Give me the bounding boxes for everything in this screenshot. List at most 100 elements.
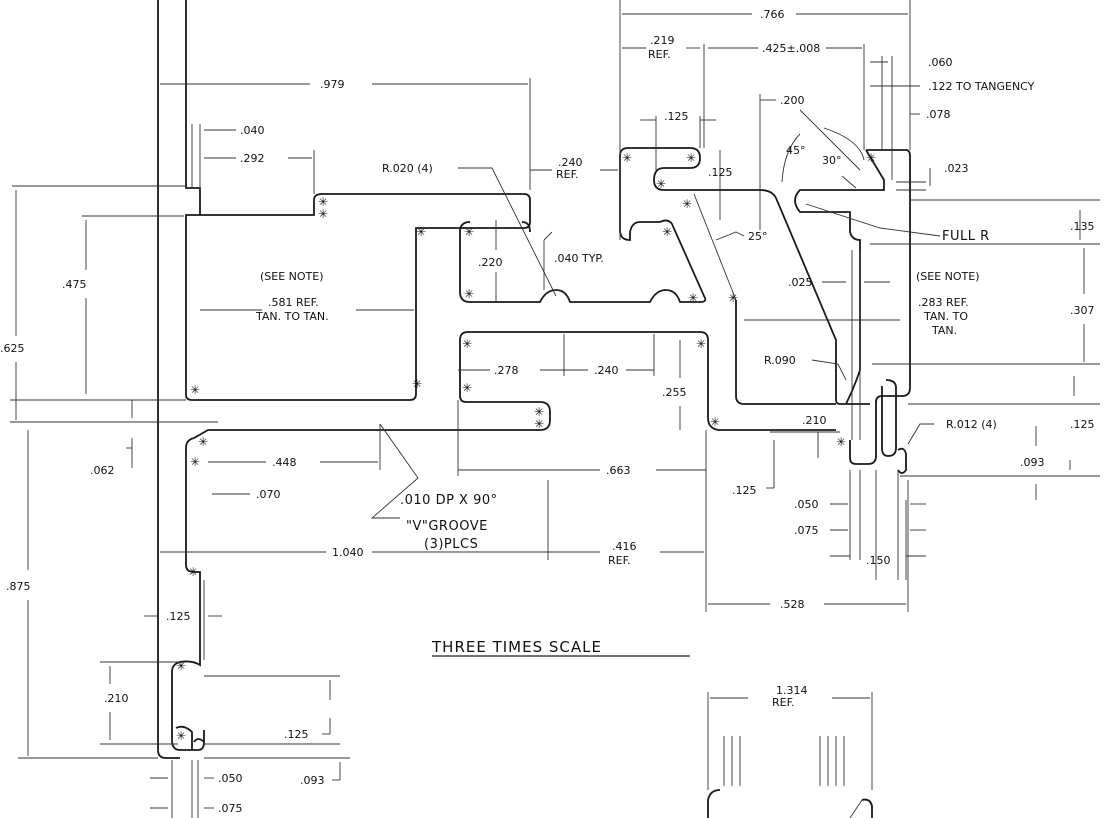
dim-200: .200: [780, 94, 805, 107]
dim-663: .663: [606, 464, 631, 477]
svg-text:✳: ✳: [176, 729, 186, 743]
svg-text:✳: ✳: [176, 659, 186, 673]
svg-text:✳: ✳: [682, 197, 692, 211]
dim-040-typ: .040 TYP.: [554, 252, 604, 265]
groove-note-line1: .010 DP X 90°: [400, 493, 498, 508]
svg-text:✳: ✳: [318, 207, 328, 221]
groove-note-line3: (3)PLCS: [424, 537, 478, 552]
dim-093-lower: .093: [300, 774, 325, 787]
dim-283-ref: .283 REF.: [918, 296, 969, 309]
dim-050-right: .050: [794, 498, 819, 511]
svg-text:✳: ✳: [464, 287, 474, 301]
svg-text:✳: ✳: [416, 225, 426, 239]
svg-text:✳: ✳: [188, 565, 198, 579]
dim-125-lower-right: .125: [284, 728, 309, 741]
radius-090: R.090: [764, 354, 796, 367]
dim-210-lower: .210: [104, 692, 129, 705]
radius-020: R.020 (4): [382, 162, 433, 175]
dim-150: .150: [866, 554, 891, 567]
svg-text:✳: ✳: [622, 151, 632, 165]
dim-416-ref: REF.: [608, 554, 631, 567]
dim-240-ref-label: REF.: [556, 168, 579, 181]
dim-425: .425±.008: [762, 42, 820, 55]
svg-text:✳: ✳: [318, 195, 328, 209]
dim-979: .979: [320, 78, 345, 91]
full-radius-label: FULL R: [942, 229, 990, 244]
dim-581-ref: .581 REF.: [268, 296, 319, 309]
dim-307: .307: [1070, 304, 1095, 317]
see-note-right: (SEE NOTE): [916, 270, 980, 283]
dim-078: .078: [926, 108, 951, 121]
svg-text:✳: ✳: [836, 435, 846, 449]
svg-text:✳: ✳: [710, 415, 720, 429]
dim-062: .062: [90, 464, 115, 477]
dim-040: .040: [240, 124, 265, 137]
dim-219: .219: [650, 34, 675, 47]
angle-30: 30°: [822, 154, 842, 167]
see-note-left: (SEE NOTE): [260, 270, 324, 283]
svg-text:✳: ✳: [534, 405, 544, 419]
dimension-labels: .766 .219 REF. .425±.008 .060 .122 TO TA…: [0, 8, 1095, 815]
svg-text:✳: ✳: [190, 383, 200, 397]
svg-text:✳: ✳: [462, 381, 472, 395]
dim-122-tangency: .122 TO TANGENCY: [928, 80, 1035, 93]
svg-text:✳: ✳: [686, 151, 696, 165]
dim-025: .025: [788, 276, 813, 289]
dim-050-lower: .050: [218, 772, 243, 785]
dim-283-tanto: TAN. TO: [923, 310, 968, 323]
dim-1314: 1.314: [776, 684, 808, 697]
drawing-title: THREE TIMES SCALE: [431, 638, 602, 656]
asterisk-markers: ✳ ✳ ✳ ✳ ✳ ✳ ✳ ✳ ✳ ✳ ✳ ✳ ✳ ✳ ✳ ✳ ✳ ✳ ✳ ✳ …: [176, 151, 876, 743]
dim-875: .875: [6, 580, 31, 593]
dim-283-tan: TAN.: [931, 324, 957, 337]
dim-292: .292: [240, 152, 265, 165]
dim-060: .060: [928, 56, 953, 69]
dim-219-ref: REF.: [648, 48, 671, 61]
dim-240: .240: [594, 364, 619, 377]
svg-text:✳: ✳: [462, 337, 472, 351]
svg-text:✳: ✳: [728, 291, 738, 305]
svg-text:✳: ✳: [198, 435, 208, 449]
dim-125-right: .125: [1070, 418, 1095, 431]
svg-text:✳: ✳: [662, 225, 672, 239]
dim-1314-ref: REF.: [772, 696, 795, 709]
dim-220: .220: [478, 256, 503, 269]
dimension-lines: [10, 0, 1100, 818]
dim-125-lower: .125: [166, 610, 191, 623]
groove-note-line2: "V"GROOVE: [406, 519, 488, 534]
dim-125-b: .125: [708, 166, 733, 179]
dim-278: .278: [494, 364, 519, 377]
svg-text:✳: ✳: [534, 417, 544, 431]
dim-075-right: .075: [794, 524, 819, 537]
dim-135: .135: [1070, 220, 1095, 233]
svg-text:✳: ✳: [866, 151, 876, 165]
dim-766: .766: [760, 8, 785, 21]
dim-125-top: .125: [664, 110, 689, 123]
svg-text:✳: ✳: [412, 377, 422, 391]
dim-416: .416: [612, 540, 637, 553]
dim-023: .023: [944, 162, 969, 175]
dim-475: .475: [62, 278, 87, 291]
dim-448: .448: [272, 456, 297, 469]
dim-625: .625: [0, 342, 25, 355]
dim-070: .070: [256, 488, 281, 501]
dim-075-lower: .075: [218, 802, 243, 815]
dim-210-right: .210: [802, 414, 827, 427]
angle-25: 25°: [748, 230, 768, 243]
svg-text:✳: ✳: [688, 291, 698, 305]
svg-text:✳: ✳: [656, 177, 666, 191]
dim-581-tan: TAN. TO TAN.: [255, 310, 329, 323]
part-profile: [157, 0, 911, 818]
dim-1040: 1.040: [332, 546, 364, 559]
dim-125-mid: .125: [732, 484, 757, 497]
svg-text:✳: ✳: [696, 337, 706, 351]
dim-240-ref: .240: [558, 156, 583, 169]
svg-text:✳: ✳: [464, 225, 474, 239]
angle-45: 45°: [786, 144, 806, 157]
radius-012: R.012 (4): [946, 418, 997, 431]
dim-093-right: .093: [1020, 456, 1045, 469]
svg-text:✳: ✳: [190, 455, 200, 469]
dim-255: .255: [662, 386, 687, 399]
dim-528: .528: [780, 598, 805, 611]
